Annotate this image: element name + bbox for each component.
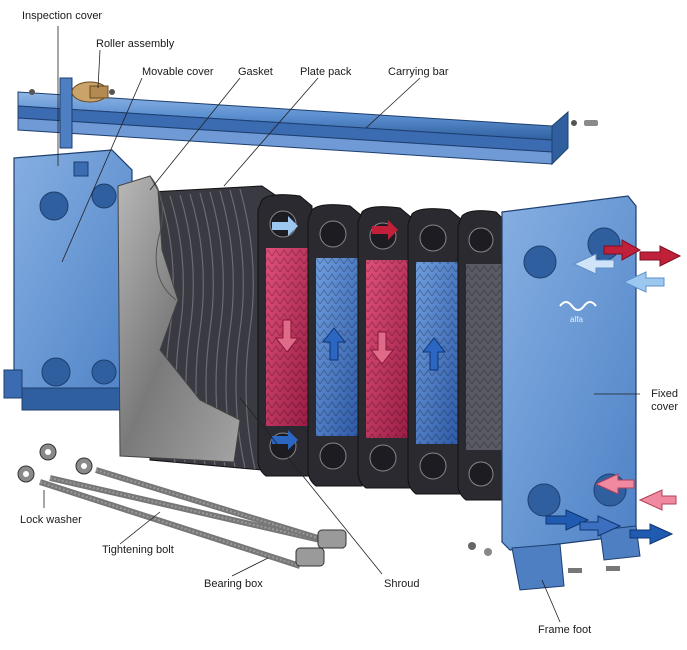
label-plate-pack: Plate pack (300, 66, 352, 78)
label-inspection-cover: Inspection cover (22, 10, 103, 22)
lock-washers (17, 443, 93, 483)
label-shroud: Shroud (384, 578, 420, 590)
inspection-cover (73, 161, 89, 177)
label-tightening-bolt: Tightening bolt (102, 544, 174, 556)
brand-logo-text: alfa (570, 315, 583, 324)
leader-roller-assembly (97, 49, 101, 89)
leader-bearing-box (231, 557, 269, 577)
label-movable-cover: Movable cover (142, 66, 214, 78)
label-fixed-cover-line2: cover (651, 401, 678, 413)
fixed-cover: alfa (501, 195, 641, 591)
label-roller-assembly: Roller assembly (96, 38, 175, 50)
label-bearing-box: Bearing box (204, 578, 263, 590)
leader-shroud (239, 397, 383, 575)
leader-plate-pack (223, 77, 319, 187)
leader-tightening-bolt (119, 511, 161, 545)
shroud (117, 175, 241, 463)
bar-bolt (584, 120, 598, 126)
bearing-boxes (295, 529, 347, 567)
label-fixed-cover-line1: Fixed (651, 388, 678, 400)
bar-nut (571, 120, 577, 126)
label-carrying-bar: Carrying bar (388, 66, 449, 78)
plate-grey (457, 210, 507, 501)
leader-frame-foot (541, 579, 561, 623)
roller-assembly (29, 77, 115, 149)
brand-logo (559, 301, 597, 311)
label-frame-foot: Frame foot (538, 624, 592, 636)
misc-bolts (468, 542, 620, 573)
port-arrows (545, 239, 682, 545)
leader-gasket (149, 77, 241, 191)
flow-arrows-plates (272, 216, 447, 450)
label-lock-washer: Lock washer (20, 514, 82, 526)
leader-carrying-bar (365, 77, 421, 129)
leader-lines (43, 26, 640, 623)
leader-movable-cover (61, 77, 143, 263)
tightening-bolts (39, 467, 345, 569)
frame-foot (511, 543, 565, 591)
label-gasket: Gasket (238, 66, 273, 78)
